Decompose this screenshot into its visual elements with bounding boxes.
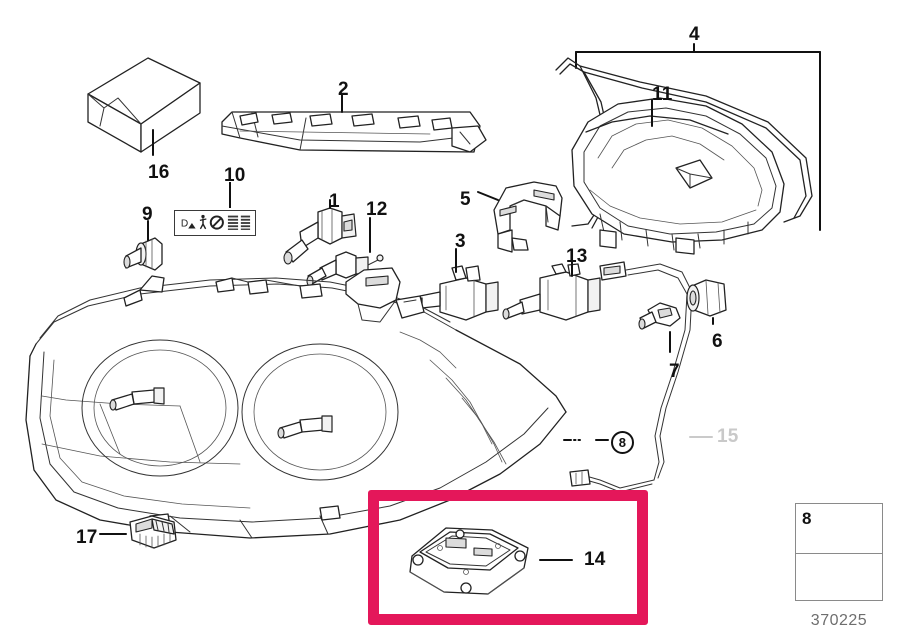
- legend-box: 8: [795, 503, 883, 601]
- callout-4-housing-seal-bracket: 4: [689, 24, 700, 45]
- callout-16-packaging-box: 16: [148, 162, 170, 183]
- callout-15-wiring-harness: 15: [717, 426, 739, 447]
- warning-sticker-symbols: D: [181, 214, 251, 230]
- part-13-range-control-motor: [502, 263, 601, 321]
- callout-13-range-control-motor: 13: [566, 246, 588, 267]
- part-11-headlight-housing-cover: [571, 97, 785, 255]
- installed-bulb-right: [277, 415, 333, 439]
- diagram-number: 370225: [810, 612, 868, 629]
- leader-5: [477, 191, 499, 201]
- callout-14-ballast-control-unit: 14: [584, 549, 606, 570]
- main-headlight-assembly: [25, 267, 567, 539]
- part-7-side-marker-bulb: [638, 302, 681, 330]
- callout-8-fastener-reference: 8: [611, 431, 634, 454]
- part-6-bulb-socket: [686, 279, 727, 317]
- part-14-ballast-control-unit: [409, 527, 529, 595]
- part-16-packaging-box: [87, 57, 201, 153]
- callout-5-mounting-clamp: 5: [460, 189, 471, 210]
- callout-2-trim-strip-bracket: 2: [338, 79, 349, 100]
- callout-1-halogen-bulb: 1: [329, 191, 340, 212]
- callout-17-electrical-connector: 17: [76, 527, 98, 548]
- bar-block-icon-2: [240, 215, 251, 230]
- part-12-halogen-bulb-small: [306, 251, 384, 287]
- callout-9-flange-bolt: 9: [142, 204, 153, 225]
- highlight-box-item-14: [368, 490, 648, 625]
- part-15-wiring-harness: [569, 261, 693, 493]
- callout-11-headlight-housing-cover: 11: [652, 84, 673, 105]
- triangle-icon: [188, 223, 196, 229]
- headlight-right-bracket: [345, 267, 425, 323]
- sticker-letter-d: D: [181, 219, 188, 230]
- legend-item-number: 8: [802, 509, 812, 528]
- bar-block-icon-1: [227, 215, 239, 230]
- callout-10-warning-sticker: 10: [224, 165, 246, 186]
- callout-3-headlight-adjuster-motor: 3: [455, 231, 466, 252]
- part-2-trim-strip: [221, 111, 487, 153]
- installed-bulb-left: [109, 387, 165, 411]
- headlight-upper-mounts: [123, 275, 323, 307]
- part-9-flange-bolt: [123, 237, 163, 271]
- part-17-electrical-connector: [129, 515, 177, 549]
- part-1-halogen-bulb: [283, 207, 357, 265]
- part-4-bracket: [575, 43, 821, 231]
- no-entry-icon: [209, 215, 224, 230]
- legend-divider: [796, 553, 882, 554]
- callout-7-side-marker-bulb: 7: [669, 361, 680, 382]
- part-5-mounting-clamp: [493, 181, 563, 253]
- callout-6-bulb-socket: 6: [712, 331, 723, 352]
- callout-12-halogen-bulb-small: 12: [366, 199, 388, 220]
- pedestrian-icon: [199, 214, 207, 230]
- warning-sticker: D: [174, 210, 256, 236]
